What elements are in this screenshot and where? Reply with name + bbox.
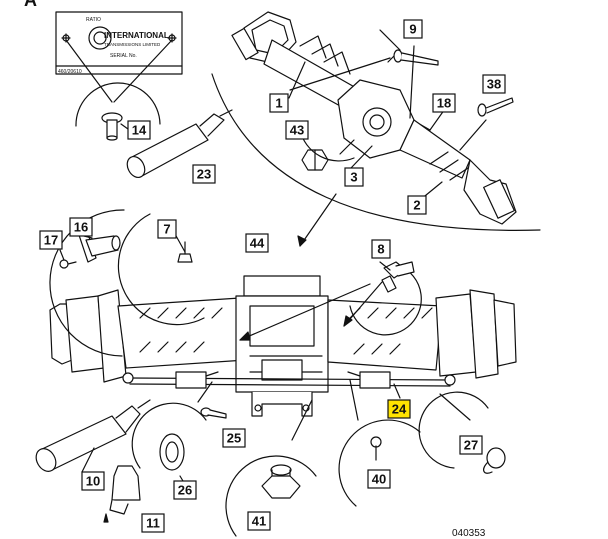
callout-7: 7 xyxy=(157,219,177,239)
callout-11: 11 xyxy=(141,513,165,533)
callout-number: 41 xyxy=(252,514,266,529)
callout-38: 38 xyxy=(482,74,506,94)
callout-number: 10 xyxy=(86,474,100,489)
screw-part-17 xyxy=(59,259,77,269)
callout-8: 8 xyxy=(371,239,391,259)
serial-plate: RATIO INTERNATIONAL TRANSMISSIONS LIMITE… xyxy=(55,11,183,75)
sealant-tube-bottom xyxy=(35,399,151,472)
main-axle-assembly xyxy=(49,275,517,417)
callout-number: 38 xyxy=(487,77,501,92)
callout-3: 3 xyxy=(344,167,364,187)
nut-part-41 xyxy=(261,464,301,499)
callout-24: 24 xyxy=(387,399,411,419)
callout-number: 9 xyxy=(409,22,416,37)
callout-14: 14 xyxy=(127,120,151,140)
callout-16: 16 xyxy=(69,217,93,237)
callout-box xyxy=(247,511,271,531)
callout-17: 17 xyxy=(39,230,63,250)
callout-box xyxy=(141,513,165,533)
callout-41: 41 xyxy=(247,511,271,531)
callout-number: 44 xyxy=(250,236,265,251)
callout-number: 23 xyxy=(197,167,211,182)
callout-number: 40 xyxy=(372,472,386,487)
callout-number: 16 xyxy=(74,220,88,235)
callout-40: 40 xyxy=(367,469,391,489)
plate-subtitle: TRANSMISSIONS LIMITED xyxy=(104,42,161,47)
callout-25: 25 xyxy=(222,428,246,448)
callout-box xyxy=(69,217,93,237)
callout-box xyxy=(81,471,105,491)
callout-box xyxy=(482,74,506,94)
callout-10: 10 xyxy=(81,471,105,491)
callout-18: 18 xyxy=(432,93,456,113)
callout-9: 9 xyxy=(403,19,423,39)
drawing-reference: 040353 xyxy=(452,528,486,539)
callout-number: 43 xyxy=(290,123,304,138)
callout-box xyxy=(285,120,309,140)
callout-number: 27 xyxy=(464,438,478,453)
callout-number: 18 xyxy=(437,96,451,111)
callout-box xyxy=(222,428,246,448)
plate-serial-label: SERIAL No. xyxy=(110,53,137,59)
callout-box xyxy=(403,19,423,39)
rivet-part xyxy=(101,112,123,141)
callout-number: 3 xyxy=(350,170,357,185)
top-axle-assembly xyxy=(231,11,517,225)
callout-number: 11 xyxy=(146,516,160,531)
plate-part-code: 460/20610 xyxy=(58,69,82,75)
callout-44: 44 xyxy=(245,233,269,253)
callout-box xyxy=(157,219,177,239)
callout-number: 26 xyxy=(178,483,192,498)
callout-box xyxy=(173,480,197,500)
callout-number: 24 xyxy=(392,402,407,417)
cap-part-27 xyxy=(483,447,506,474)
callout-box xyxy=(39,230,63,250)
callout-box xyxy=(269,93,289,113)
callout-number: 8 xyxy=(377,242,384,257)
callout-box xyxy=(127,120,151,140)
plug-part-43 xyxy=(301,149,329,171)
bolt-part-40 xyxy=(370,436,382,461)
callout-number: 2 xyxy=(413,198,420,213)
callout-number: 14 xyxy=(132,123,147,138)
sealant-tube-top xyxy=(126,109,233,179)
callout-number: 17 xyxy=(44,233,58,248)
screw-part-25 xyxy=(200,407,227,419)
callout-43: 43 xyxy=(285,120,309,140)
callout-number: 7 xyxy=(163,222,170,237)
callout-2: 2 xyxy=(407,195,427,215)
plate-ratio-label: RATIO xyxy=(86,17,101,23)
callout-box xyxy=(407,195,427,215)
callout-box xyxy=(371,239,391,259)
corner-letter: A xyxy=(24,0,37,10)
callout-box xyxy=(245,233,269,253)
callout-box xyxy=(432,93,456,113)
callout-number: 1 xyxy=(275,96,282,111)
bolt-part-38 xyxy=(477,97,514,117)
callout-23: 23 xyxy=(192,164,216,184)
callout-26: 26 xyxy=(173,480,197,500)
breather-part-8 xyxy=(381,261,415,293)
bolt-part-9 xyxy=(393,49,439,66)
callout-box xyxy=(192,164,216,184)
callout-box xyxy=(387,399,411,419)
callout-box xyxy=(367,469,391,489)
callout-box xyxy=(459,435,483,455)
adhesive-bottle-part-11 xyxy=(103,465,141,523)
callout-number: 25 xyxy=(227,431,241,446)
callout-box xyxy=(344,167,364,187)
plate-brand: INTERNATIONAL xyxy=(104,31,169,40)
callout-1: 1 xyxy=(269,93,289,113)
callout-27: 27 xyxy=(459,435,483,455)
